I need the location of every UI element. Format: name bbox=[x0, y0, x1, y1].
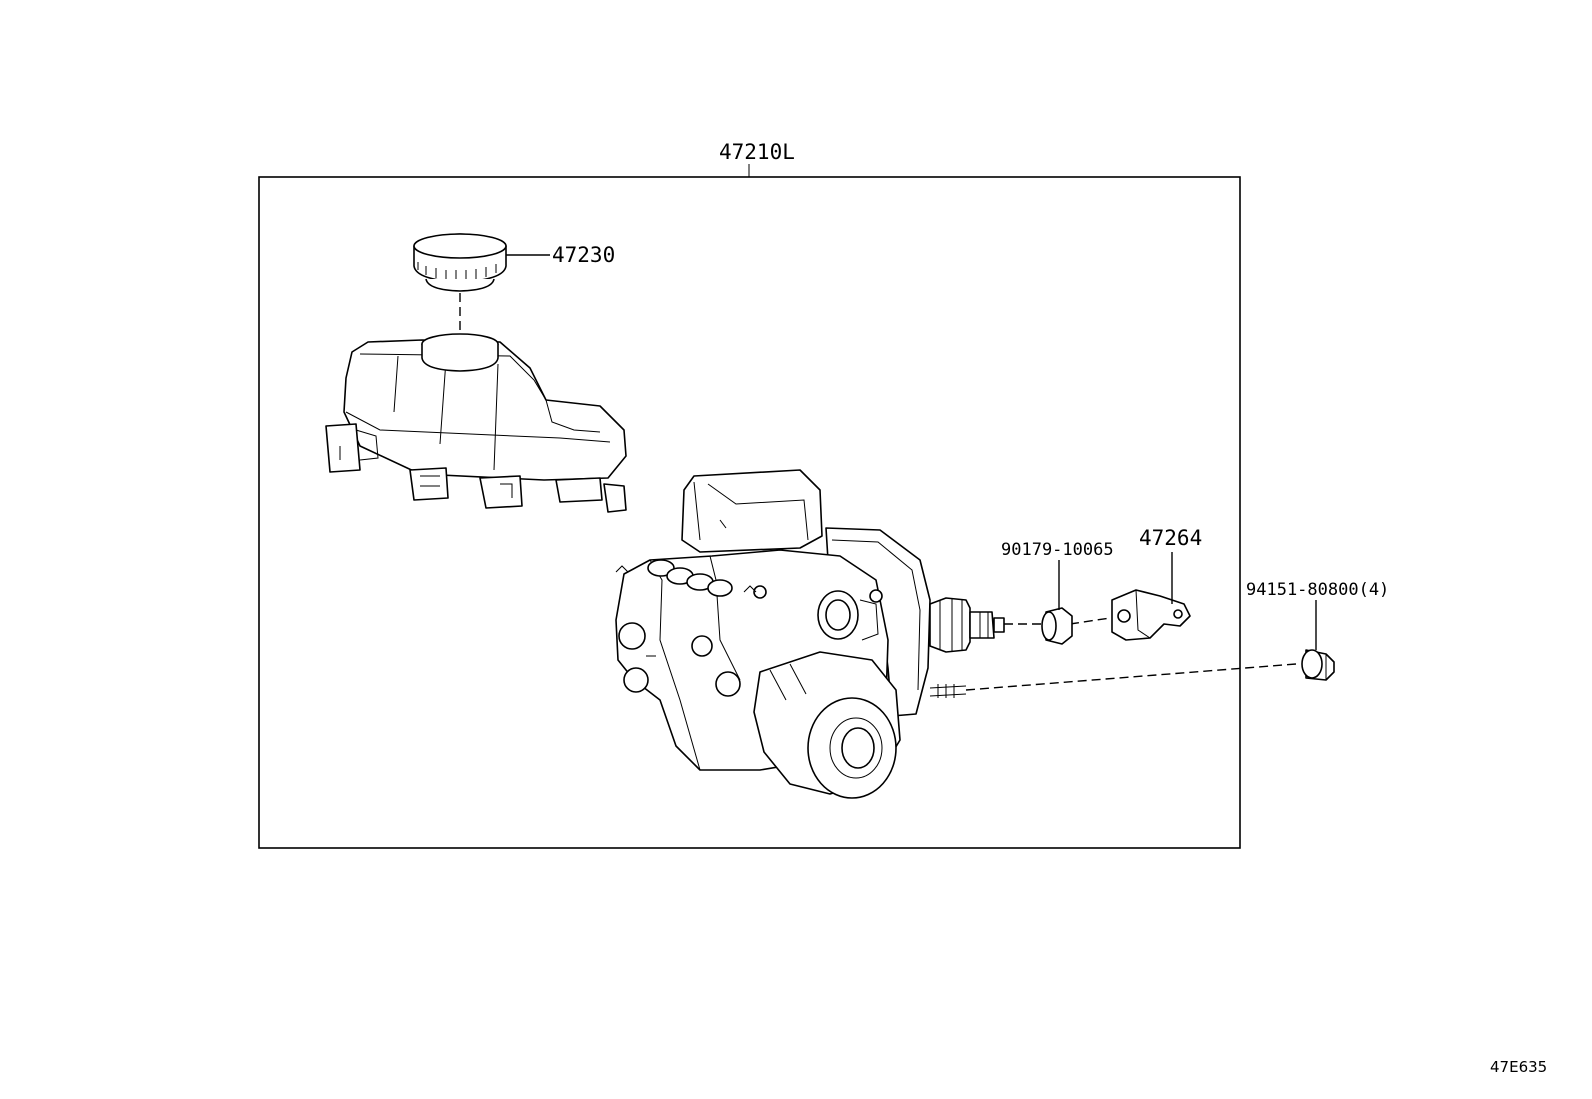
reference-code: 47E635 bbox=[1490, 1058, 1547, 1076]
brake-reservoir-part[interactable] bbox=[325, 333, 627, 513]
collar-part[interactable] bbox=[1041, 607, 1073, 645]
nut-label[interactable]: 94151-80800(4) bbox=[1246, 580, 1389, 600]
reservoir-cap-part[interactable] bbox=[413, 233, 507, 292]
bracket-label[interactable]: 47264 bbox=[1139, 526, 1202, 550]
brake-actuator-part[interactable] bbox=[615, 469, 1005, 799]
nut-part[interactable] bbox=[1301, 649, 1335, 681]
bracket-part[interactable] bbox=[1111, 589, 1191, 641]
cap-label[interactable]: 47230 bbox=[552, 243, 615, 267]
collar-label[interactable]: 90179-10065 bbox=[1001, 540, 1114, 560]
bracket-dash-line bbox=[1069, 617, 1111, 625]
assembly-label[interactable]: 47210L bbox=[719, 140, 795, 164]
nut-dash-line bbox=[965, 663, 1297, 691]
